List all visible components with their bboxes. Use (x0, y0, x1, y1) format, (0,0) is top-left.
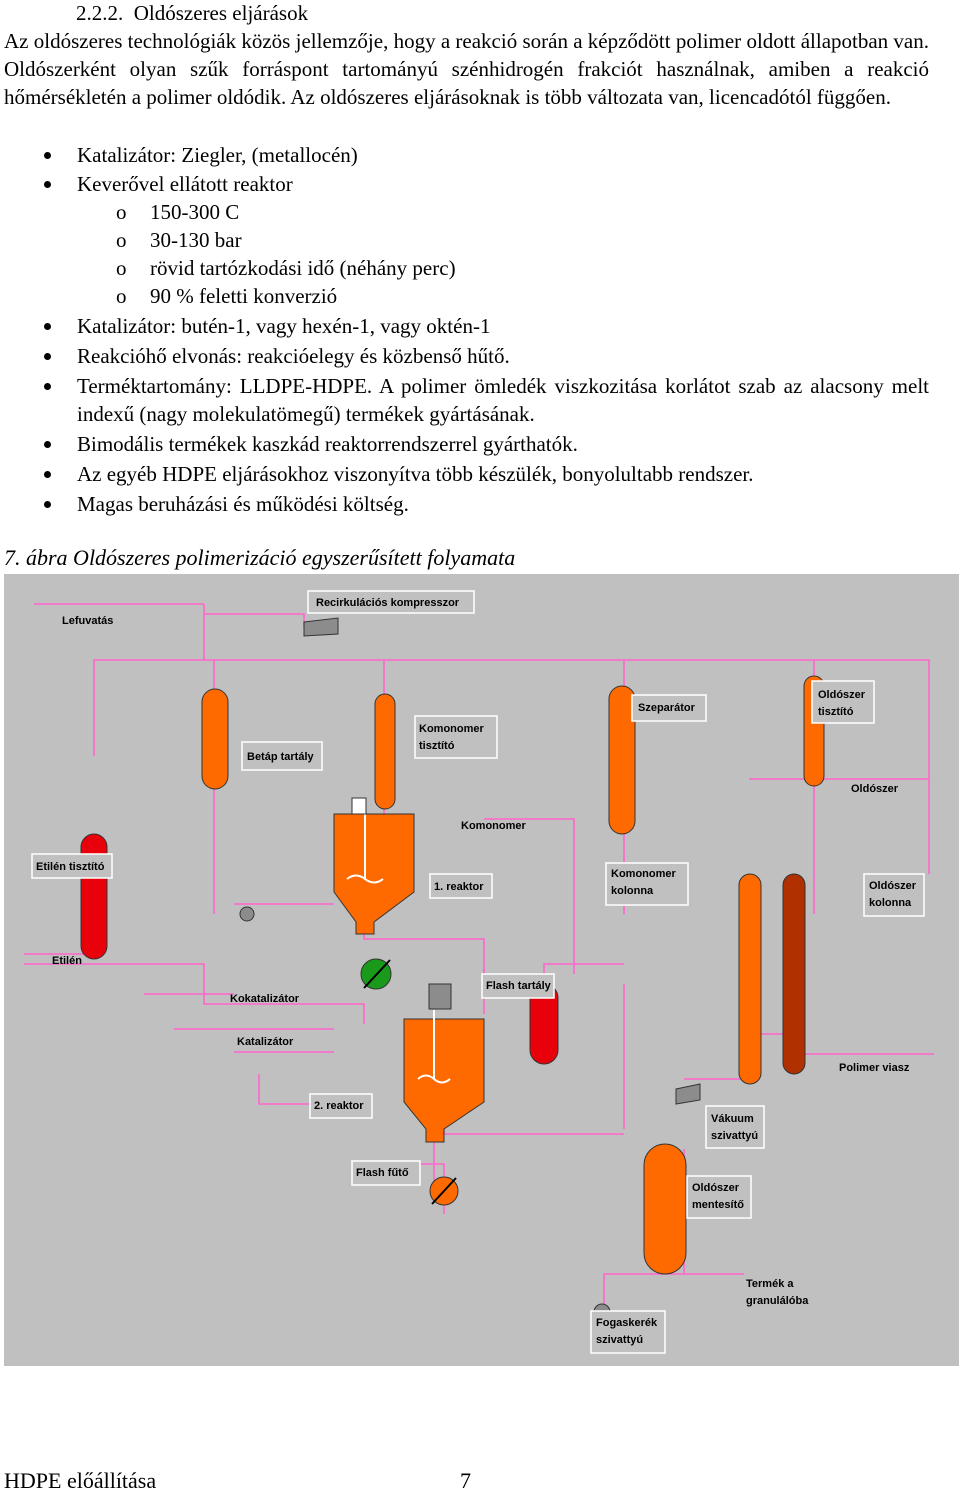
solvent-column (782, 873, 806, 1075)
comonomer-column (738, 873, 762, 1085)
sub-bullet-pressure: 30-130 bar (150, 228, 242, 252)
bullet-dot (44, 441, 51, 448)
bullet-dot (44, 152, 51, 159)
process-flow-diagram: Lefuvatás Recirkulációs kompresszor Betá… (4, 574, 959, 1366)
label-cocatalyst: Kokatalizátor (230, 993, 300, 1005)
label-comonomer-purifier-2: tisztító (419, 740, 455, 752)
sub-bullet-residence: rövid tartózkodási idő (néhány perc) (150, 256, 456, 280)
flash-drum (428, 983, 452, 1010)
reactor-1-agitator-blade (346, 874, 384, 884)
sub-bullet-marker: o (116, 228, 127, 252)
reactor-2 (403, 1018, 485, 1143)
label-solvent-purifier-1: Oldószer (818, 689, 866, 701)
label-comonomer-column-1: Komonomer (611, 868, 677, 880)
footer-page-number: 7 (460, 1468, 471, 1493)
sub-bullet-temperature: 150-300 C (150, 200, 240, 224)
bullet-dot (44, 501, 51, 508)
bullet-dot (44, 353, 51, 360)
label-product-2: granulálóba (746, 1295, 809, 1307)
compressor-icon (303, 617, 339, 637)
label-gear-pump-1: Fogaskerék (596, 1317, 658, 1329)
flash-heater-arrow (431, 1177, 457, 1205)
bullet-dot (44, 323, 51, 330)
label-separator: Szeparátor (638, 702, 696, 714)
comonomer-purifier (374, 693, 396, 810)
label-feed-tank: Betáp tartály (247, 751, 315, 763)
bullet-dot (44, 471, 51, 478)
section-heading: 2.2.2. Oldószeres eljárások (76, 1, 309, 25)
pump-1-icon (239, 906, 255, 922)
label-flash-heater: Flash fűtő (356, 1167, 409, 1179)
intro-paragraph: Az oldószeres technológiák közös jellemz… (4, 29, 929, 109)
bullet-heat-removal: Reakcióhő elvonás: reakcióelegy és közbe… (77, 344, 510, 368)
label-catalyst: Katalizátor (237, 1036, 294, 1048)
label-reactor-2: 2. reaktor (314, 1100, 364, 1112)
ethylene-purifier (80, 833, 108, 960)
label-solvent: Oldószer (851, 783, 899, 795)
bullet-bimodal: Bimodális termékek kaszkád reaktorrendsz… (77, 432, 578, 456)
figure-caption: 7. ábra Oldószeres polimerizáció egyszer… (4, 545, 516, 570)
sub-bullet-conversion: 90 % feletti konverzió (150, 284, 338, 308)
bullet-reactor: Keverővel ellátott reaktor (77, 172, 293, 196)
bullet-dot (44, 181, 51, 188)
diagram-labels (31, 590, 925, 1354)
label-comonomer: Komonomer (461, 820, 527, 832)
label-solvent-stripper-2: mentesítő (692, 1199, 744, 1211)
reactor-1-motor (351, 797, 367, 815)
solvent-stripper (643, 1143, 687, 1275)
label-ethylene: Etilén (52, 955, 82, 967)
footer-title: HDPE előállítása (4, 1468, 157, 1493)
sub-bullet-marker: o (116, 200, 127, 224)
bullet-cost: Magas beruházási és működési költség. (77, 492, 409, 516)
bullet-complexity: Az egyéb HDPE eljárásokhoz viszonyítva t… (77, 462, 754, 486)
bullet-comonomer: Katalizátor: butén-1, vagy hexén-1, vagy… (77, 314, 491, 338)
label-polymer-wax: Polimer viasz (839, 1062, 910, 1074)
bullet-dot (44, 383, 51, 390)
sub-bullet-marker: o (116, 284, 127, 308)
reactor-2-agitator-blade (417, 1074, 451, 1084)
label-comonomer-purifier-1: Komonomer (419, 723, 485, 735)
label-solvent-purifier-2: tisztító (818, 706, 854, 718)
label-vacuum-pump-1: Vákuum (711, 1113, 754, 1125)
label-blowdown: Lefuvatás (62, 615, 113, 627)
label-product-1: Termék a (746, 1278, 794, 1290)
heat-exchanger-1-arrow (363, 959, 391, 989)
feed-tank (201, 688, 229, 790)
label-comonomer-column-2: kolonna (611, 885, 654, 897)
label-solvent-column-2: kolonna (869, 897, 912, 909)
label-vacuum-pump-2: szivattyú (711, 1130, 758, 1142)
vacuum-pump-icon (675, 1083, 701, 1105)
label-solvent-column-1: Oldószer (869, 880, 917, 892)
bullet-product-range: Terméktartomány: LLDPE-HDPE. A polimer ö… (77, 374, 929, 426)
label-solvent-stripper-1: Oldószer (692, 1182, 740, 1194)
reactor-1 (333, 813, 415, 935)
label-reactor-1: 1. reaktor (434, 881, 484, 893)
label-recycle-compressor: Recirkulációs kompresszor (316, 597, 460, 609)
label-ethylene-purifier: Etilén tisztító (36, 861, 105, 873)
bullet-catalyst: Katalizátor: Ziegler, (metallocén) (77, 143, 358, 167)
separator-vessel (608, 685, 636, 835)
label-flash-tank: Flash tartály (486, 980, 552, 992)
sub-bullet-marker: o (116, 256, 127, 280)
label-gear-pump-2: szivattyú (596, 1334, 643, 1346)
